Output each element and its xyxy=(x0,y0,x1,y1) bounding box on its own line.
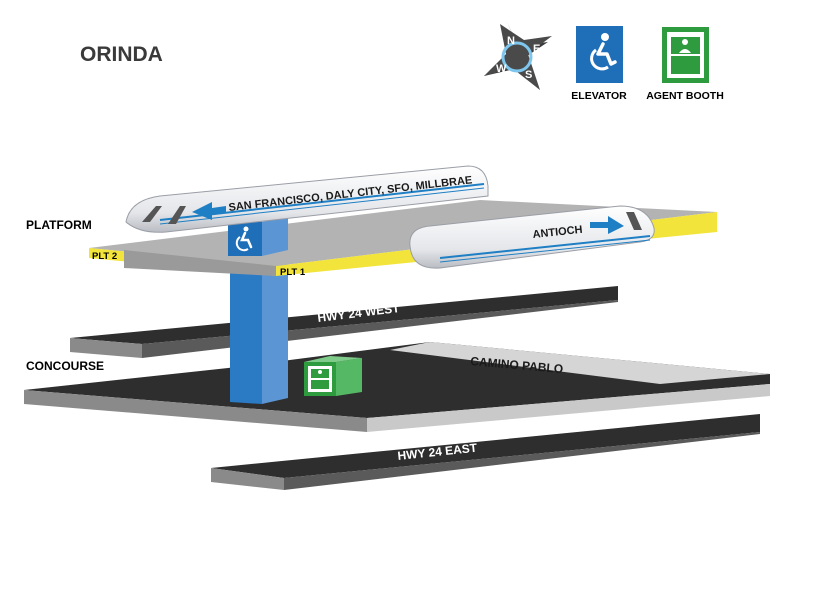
train-eastbound-destination: ANTIOCH xyxy=(532,224,583,241)
legend-agent-booth: AGENT BOOTH xyxy=(646,27,724,102)
compass-west-label: W xyxy=(496,63,507,75)
station-title: ORINDA xyxy=(80,43,163,66)
compass-north-label: N xyxy=(507,35,515,47)
compass-rose-icon: N E S W xyxy=(482,20,552,90)
compass-south-label: S xyxy=(525,69,532,81)
road-hwy-24-west: HWY 24 WEST xyxy=(70,286,618,358)
legend-elevator-label: ELEVATOR xyxy=(571,90,627,102)
train-eastbound: ANTIOCH xyxy=(409,205,655,269)
legend-elevator: ELEVATOR xyxy=(571,26,627,102)
compass-east-label: E xyxy=(533,43,540,55)
platform-1-label: PLT 1 xyxy=(280,267,306,278)
road-hwy-24-east: HWY 24 EAST xyxy=(211,414,760,490)
level-label-platform: PLATFORM xyxy=(26,218,92,232)
legend-agent-booth-label: AGENT BOOTH xyxy=(646,90,724,102)
elevator-shaft xyxy=(230,256,288,404)
level-label-concourse: CONCOURSE xyxy=(26,359,104,373)
concourse-level: CAMINO PABLO xyxy=(24,342,770,432)
agent-booth[interactable] xyxy=(304,356,362,396)
platform-2-label: PLT 2 xyxy=(92,251,117,262)
